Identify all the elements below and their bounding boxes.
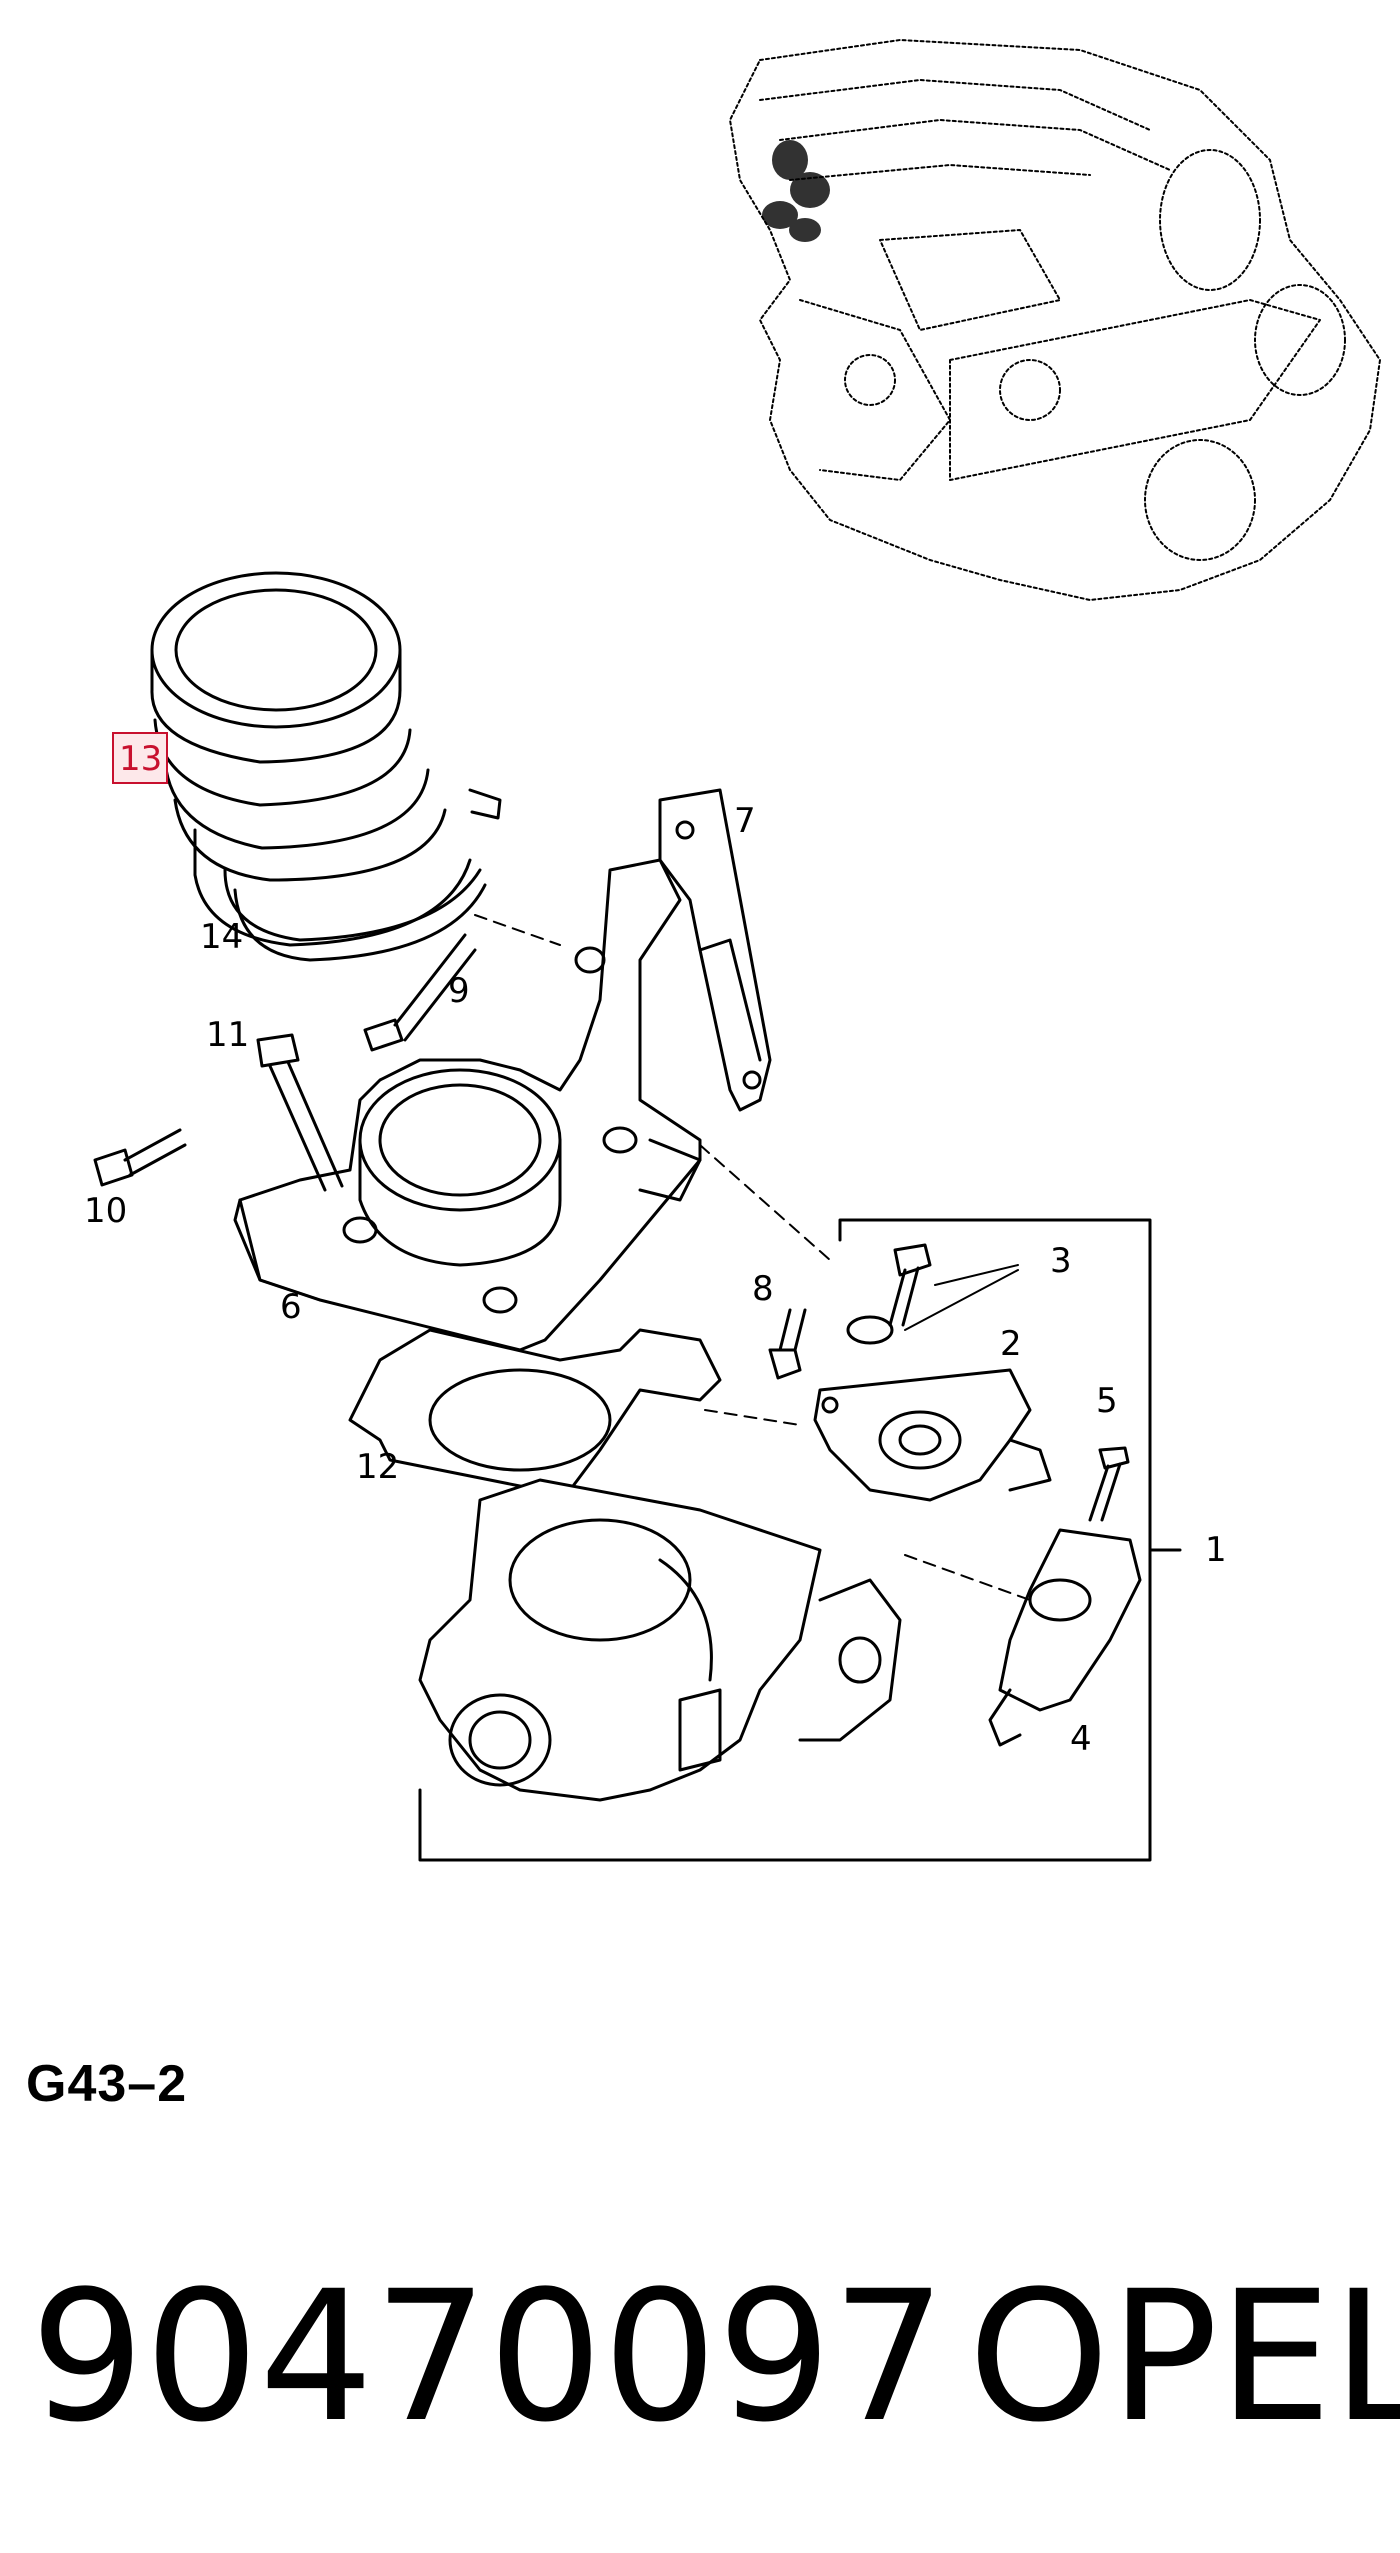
diagram-code: G43–2 bbox=[26, 2055, 188, 2113]
callout-2: 2 bbox=[1000, 1324, 1022, 1364]
part-13-intake-bellows bbox=[150, 571, 502, 947]
part-11-long-bolt bbox=[256, 1033, 344, 1192]
callout-1: 1 bbox=[1205, 1530, 1227, 1570]
callout-14: 14 bbox=[200, 917, 243, 957]
part-8-bolt bbox=[768, 1308, 807, 1380]
part-6-adapter-housing bbox=[233, 858, 702, 1352]
callout-4: 4 bbox=[1070, 1719, 1092, 1759]
part-1-throttle-body bbox=[418, 1478, 902, 1802]
part-2-throttle-position-sensor bbox=[813, 1368, 1052, 1502]
callout-11: 11 bbox=[206, 1015, 249, 1055]
engine-overview-sketch bbox=[729, 39, 1381, 601]
part-9-bolt bbox=[363, 933, 477, 1052]
assembly-leader-lines bbox=[474, 914, 1031, 1601]
part-7-bracket bbox=[658, 788, 772, 1112]
callout-13: 13 bbox=[119, 739, 162, 779]
part-14-hose-clamp bbox=[223, 868, 487, 962]
part-12-gasket bbox=[348, 1328, 722, 1492]
assembly-1-frame bbox=[418, 1218, 1182, 1862]
callout-7: 7 bbox=[734, 801, 756, 841]
part-3-screw-washer-set bbox=[846, 1243, 932, 1345]
exploded-parts-diagram: 1 2 3 4 5 6 7 8 9 10 11 12 13 14 bbox=[84, 39, 1381, 1862]
part-5-screw bbox=[1088, 1446, 1130, 1522]
brand-name: OPEL bbox=[968, 2253, 1400, 2462]
callout-5: 5 bbox=[1096, 1381, 1118, 1421]
callout-10: 10 bbox=[84, 1191, 127, 1231]
engine-location-highlight bbox=[762, 140, 830, 242]
callout-labels: 1 2 3 4 5 6 7 8 9 10 11 12 13 14 bbox=[84, 732, 1227, 1759]
callout-3-pointers bbox=[904, 1264, 1019, 1331]
part-number: 90470097 bbox=[30, 2253, 947, 2462]
part-10-bolt bbox=[93, 1128, 187, 1187]
callout-3: 3 bbox=[1050, 1241, 1072, 1281]
callout-9: 9 bbox=[448, 971, 470, 1011]
callout-6: 6 bbox=[280, 1287, 302, 1327]
part-4-idle-air-control-valve bbox=[988, 1528, 1142, 1747]
callout-12: 12 bbox=[356, 1447, 399, 1487]
callout-8: 8 bbox=[752, 1269, 774, 1309]
callout-13-highlight-box bbox=[112, 732, 168, 784]
